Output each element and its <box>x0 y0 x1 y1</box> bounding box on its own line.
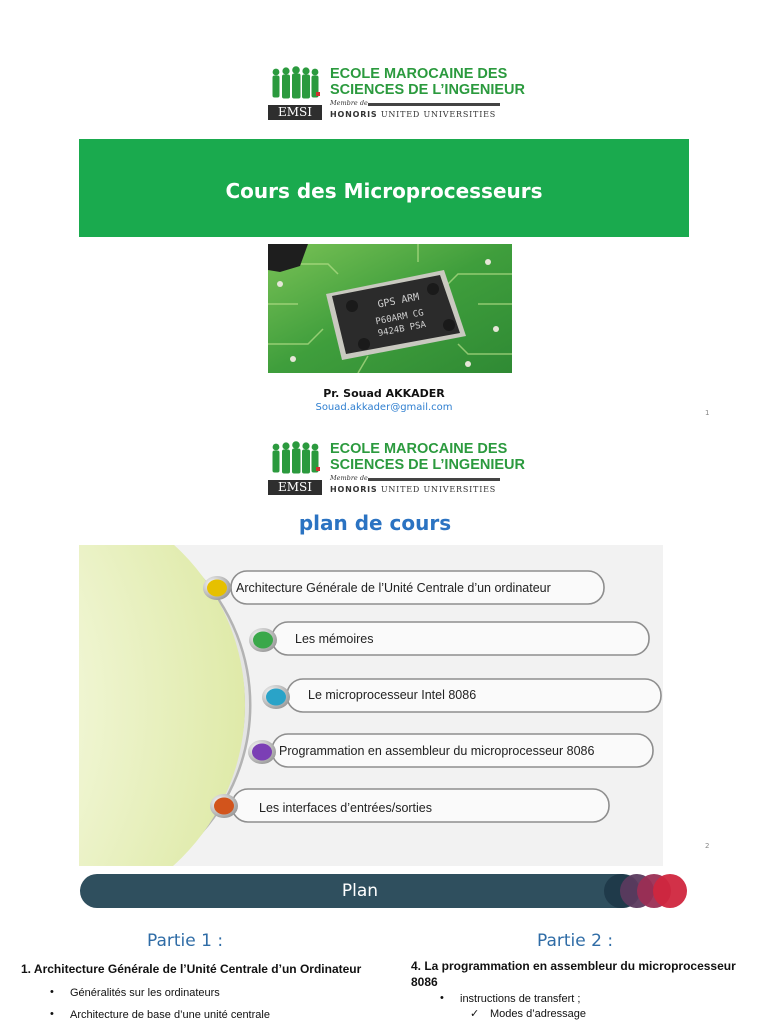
logo-honoris-bold: HONORIS <box>330 485 378 494</box>
author-email[interactable]: Souad.akkader@gmail.com <box>315 402 453 413</box>
partie-1-label: Partie 1 : <box>147 931 224 951</box>
logo-mark-text: EMSI <box>268 105 322 120</box>
logo-honoris-rest: UNITED UNIVERSITIES <box>377 110 497 119</box>
logo-honoris: HONORIS UNITED UNIVERSITIES <box>330 110 496 119</box>
plan-de-cours-title: plan de cours <box>298 511 452 535</box>
logo-line-1: ECOLE MAROCAINE DES <box>330 66 508 82</box>
partie-2-label: Partie 2 : <box>537 931 614 951</box>
section-4-heading-line-2: 8086 <box>411 975 438 989</box>
plan-pill-1 <box>230 570 605 605</box>
bullet-dot: • <box>50 986 54 998</box>
logo-member: Membre de <box>330 99 368 107</box>
bullet-dot: • <box>50 1008 54 1020</box>
right-sub-bullet-1-text: Modes d’adressage <box>490 1008 587 1020</box>
plan-bar-title: Plan <box>341 881 379 901</box>
emsi-logo-2: EMSI ECOLE MAROCAINE DES SCIENCES DE L’I… <box>268 441 525 497</box>
author-name: Pr. Souad AKKADER <box>323 387 445 400</box>
logo-honoris-bold: HONORIS <box>330 110 378 119</box>
plan-diagram-art <box>79 545 662 866</box>
plan-item-3: Le microprocesseur Intel 8086 <box>308 688 477 702</box>
plan-glow-disc <box>79 545 245 866</box>
emsi-logo: EMSI ECOLE MAROCAINE DES SCIENCES DE L’I… <box>268 66 525 122</box>
bullet-dot: • <box>440 992 444 1004</box>
right-bullet-1-text: instructions de transfert ; <box>460 993 581 1005</box>
left-bullet-1-text: Généralités sur les ordinateurs <box>70 987 220 999</box>
plan-diagram: Architecture Générale de l’Unité Central… <box>79 545 663 866</box>
microprocessor-photo: GPS ARM P60ARM CG 9424B PSA <box>268 244 512 373</box>
logo-honoris-rest: UNITED UNIVERSITIES <box>377 485 497 494</box>
plan-item-5: Les interfaces d’entrées/sorties <box>259 801 433 815</box>
logo-member: Membre de <box>330 474 368 482</box>
logo-mark-text: EMSI <box>268 480 322 495</box>
section-4-heading-line-1: 4. La programmation en assembleur du mic… <box>411 959 736 973</box>
plan-item-1: Architecture Générale de l’Unité Central… <box>236 581 551 595</box>
section-1-heading: 1. Architecture Générale de l’Unité Cent… <box>21 962 362 976</box>
emsi-figures-icon <box>272 441 320 474</box>
logo-divider <box>368 478 500 481</box>
left-bullet-2-text: Architecture de base d’une unité central… <box>70 1009 270 1021</box>
plan-item-4: Programmation en assembleur du microproc… <box>279 744 595 758</box>
logo-line-1: ECOLE MAROCAINE DES <box>330 441 508 457</box>
plan-dot-5 <box>210 794 238 818</box>
title-band: Cours des Microprocesseurs <box>79 139 689 237</box>
plan-bar: Plan <box>80 874 640 908</box>
slide1-title: Cours des Microprocesseurs <box>225 179 543 203</box>
page-number-2: 2 <box>705 842 710 850</box>
emsi-figures-icon <box>272 66 320 99</box>
logo-honoris: HONORIS UNITED UNIVERSITIES <box>330 485 496 494</box>
plan-dot-1 <box>203 576 231 600</box>
page-number-1: 1 <box>705 409 710 417</box>
plan-bar-dot-4 <box>653 874 687 908</box>
logo-line-2: SCIENCES DE L’INGENIEUR <box>330 82 525 98</box>
plan-item-2: Les mémoires <box>295 632 374 646</box>
plan-dot-3 <box>262 685 290 709</box>
logo-line-2: SCIENCES DE L’INGENIEUR <box>330 457 525 473</box>
checkmark-icon: ✓ <box>470 1008 480 1020</box>
plan-dot-2 <box>249 628 277 652</box>
plan-dot-4 <box>248 740 276 764</box>
logo-divider <box>368 103 500 106</box>
